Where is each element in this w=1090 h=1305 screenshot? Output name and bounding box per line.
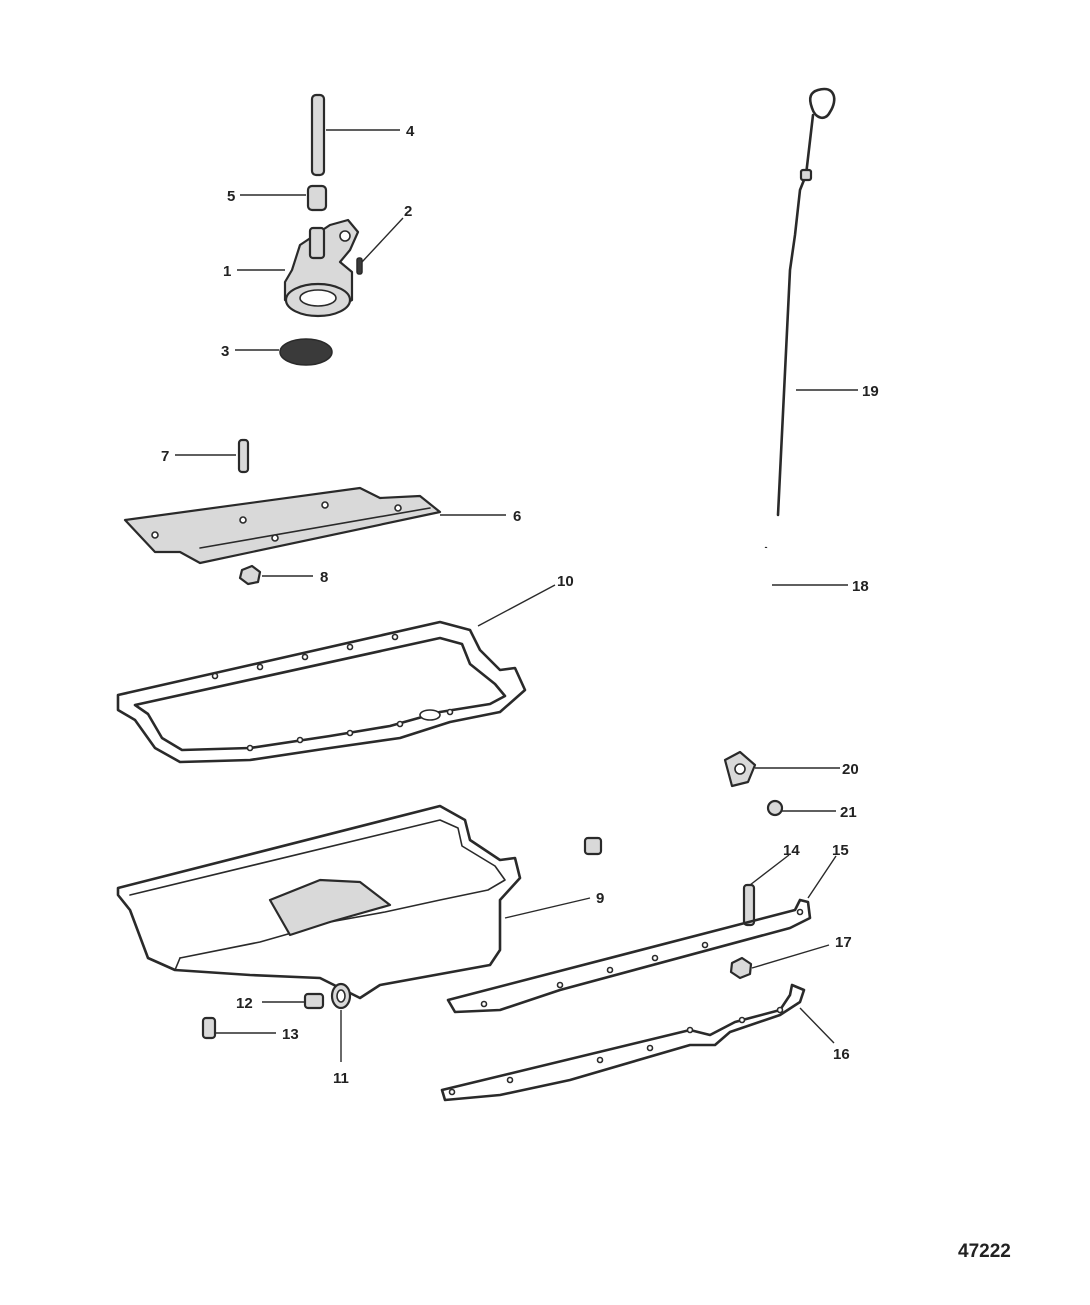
callout-11: 11: [333, 1070, 349, 1087]
callout-20: 20: [842, 761, 859, 778]
part-21-screw: [766, 799, 784, 817]
part-5-bushing: [306, 184, 328, 212]
leader-lines: [175, 129, 858, 1062]
callout-12: 12: [236, 995, 253, 1012]
part-3-screen: [279, 338, 333, 366]
callout-18: 18: [852, 578, 869, 595]
part-7-stud: [237, 438, 250, 474]
callout-10: 10: [557, 573, 574, 590]
part-2-pin: [356, 257, 363, 275]
callout-16: 16: [833, 1046, 850, 1063]
callout-21: 21: [840, 804, 857, 821]
part-19-dipstick: [776, 87, 836, 517]
callout-9: 9: [596, 890, 604, 907]
callout-15: 15: [832, 842, 849, 859]
callout-8: 8: [320, 569, 328, 586]
callout-7: 7: [161, 448, 169, 465]
callout-19: 19: [862, 383, 879, 400]
part-6-baffle: [123, 486, 442, 565]
callout-labels: 4 5 2 1 3 7 6 8 10 9 11 12 13 14 15 17 1…: [161, 123, 879, 1087]
callout-13: 13: [282, 1026, 299, 1043]
callout-14: 14: [783, 842, 800, 859]
part-15-side-gasket: [446, 898, 812, 1014]
part-13-bolt: [201, 1016, 217, 1040]
part-12-drain-plug: [303, 992, 325, 1010]
part-1-oil-pump: [283, 218, 360, 318]
part-20-clip: [723, 750, 757, 788]
part-10-gasket: [116, 620, 527, 764]
callout-17: 17: [835, 934, 852, 951]
part-17-nut: [729, 956, 753, 980]
part-8-nut: [238, 564, 262, 586]
callout-1: 1: [223, 263, 231, 280]
part-14-stud: [742, 883, 756, 927]
part-11-washer: [330, 982, 352, 1010]
callout-2: 2: [404, 203, 412, 220]
part-18-dipstick-tube: [583, 546, 768, 856]
figure-number: 47222: [958, 1241, 1011, 1262]
callout-4: 4: [406, 123, 415, 140]
part-4-tube: [310, 93, 326, 177]
callout-5: 5: [227, 188, 235, 205]
callout-6: 6: [513, 508, 521, 525]
part-9-oil-pan: [116, 804, 522, 1000]
callout-3: 3: [221, 343, 229, 360]
part-16-side-gasket: [440, 983, 806, 1102]
